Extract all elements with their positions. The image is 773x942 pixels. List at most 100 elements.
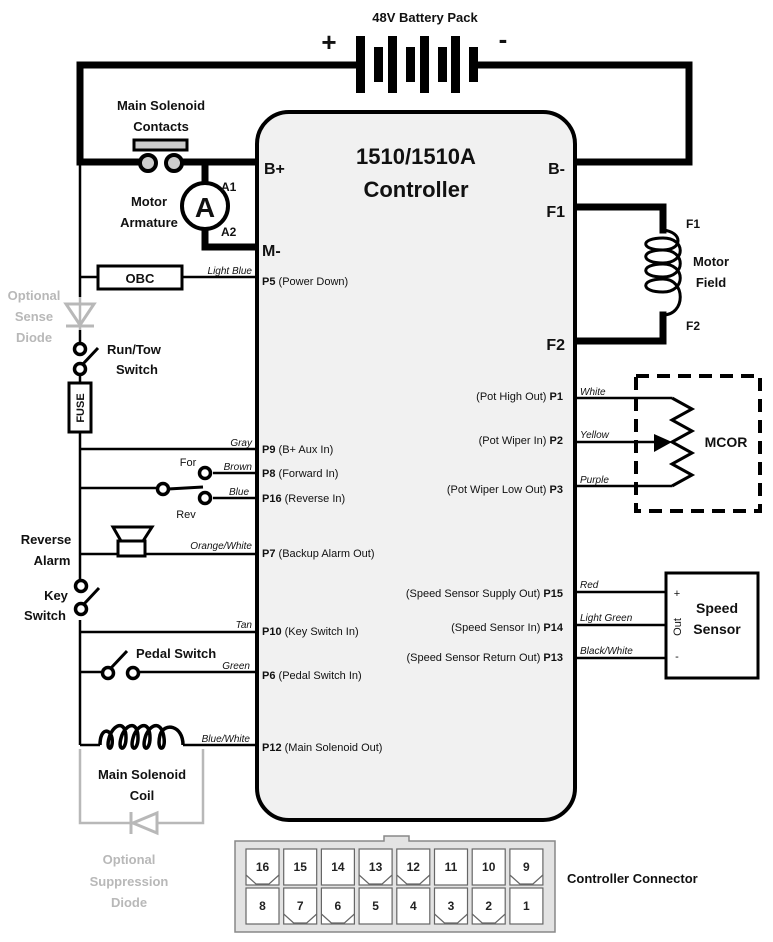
connector-pin-number: 3 [448, 899, 455, 913]
wire-label-p13: Black/White [580, 646, 633, 657]
connector-pin-number: 1 [523, 899, 530, 913]
wire-label-p3: Purple [580, 475, 609, 486]
connector-pin-1: 1 [509, 887, 544, 925]
optional-suppression-diode [78, 749, 205, 836]
optional-sense-diode: Optional Sense Diode [8, 288, 97, 345]
obc-box [96, 264, 184, 291]
wire-label-p12: Blue/White [202, 734, 251, 745]
obc-label: OBC [126, 271, 156, 286]
connector-pin-15: 15 [283, 848, 318, 886]
connector-pin-14: 14 [320, 848, 355, 886]
fuse-icon [67, 381, 93, 434]
motor-field-label-2: Field [696, 275, 726, 290]
pin-key-chamfer [283, 913, 318, 924]
controller: 1510/1510A Controller B+ M- B- F1 F2 [255, 110, 577, 822]
run-tow-switch[interactable]: Run/Tow Switch [72, 341, 162, 383]
key-switch-label-2: Switch [24, 608, 66, 623]
connector-pin-number: 13 [369, 860, 383, 874]
left-bus-wires [78, 162, 257, 747]
left-wire-labels: Light Blue Gray Brown Blue Orange/White … [190, 266, 253, 745]
connector-pin-10: 10 [471, 848, 506, 886]
pin-label-p7: P7 (Backup Alarm Out) [262, 548, 375, 560]
suppression-diode-icon [129, 810, 159, 836]
run-tow-label-2: Switch [116, 362, 158, 377]
pin-label-p2: (Pot Wiper In) P2 [479, 435, 563, 447]
mcor-label: MCOR [705, 434, 748, 450]
solenoid-contacts-label-1: Main Solenoid [117, 98, 205, 113]
connector-pin-number: 5 [372, 899, 379, 913]
forward-reverse-switch[interactable]: For Rev [155, 457, 213, 521]
connector-pin-3: 3 [433, 887, 469, 925]
contact-right-icon [164, 153, 184, 173]
motor-armature: A Motor Armature A1 A2 [120, 180, 237, 239]
pin-key-chamfer [320, 913, 355, 924]
solenoid-coil-label-1: Main Solenoid [98, 767, 186, 782]
sensor-minus-label: - [675, 651, 679, 663]
pin-key-chamfer [509, 874, 544, 885]
connector-pin-13: 13 [358, 848, 393, 886]
wire-label-p16: Blue [229, 487, 249, 498]
armature-icon [180, 181, 230, 231]
connector-pin-12: 12 [396, 848, 431, 886]
fuse: FUSE [67, 381, 93, 434]
solenoid-coil-label-2: Coil [130, 788, 155, 803]
pin-label-p5: P5 (Power Down) [262, 276, 348, 288]
sensor-plus-label: + [674, 588, 680, 600]
contact-bar-icon [132, 138, 189, 152]
pin-label-p12: P12 (Main Solenoid Out) [262, 742, 382, 754]
pin-label-p9: P9 (B+ Aux In) [262, 444, 333, 456]
connector-pin-7: 7 [283, 887, 318, 925]
pin-key-chamfer [245, 874, 280, 885]
terminal-b-plus: B+ [264, 161, 285, 178]
wire-label-p1: White [580, 387, 606, 398]
terminal-m-minus: M- [262, 243, 281, 260]
connector-pin-number: 14 [331, 860, 345, 874]
connector-pin-2: 2 [471, 887, 506, 925]
key-switch[interactable]: Key Switch [24, 578, 101, 624]
pin-key-chamfer [471, 913, 506, 924]
terminal-f2: F2 [546, 337, 565, 354]
pedal-switch-label: Pedal Switch [136, 646, 216, 661]
contact-left-icon [138, 153, 158, 173]
connector-pin-number: 10 [482, 860, 496, 874]
wire-label-p8: Brown [224, 462, 253, 473]
coil-icon [98, 723, 185, 750]
connector-label: Controller Connector [567, 871, 698, 886]
pin-key-chamfer [434, 913, 468, 924]
pin-label-p10: P10 (Key Switch In) [262, 626, 359, 638]
left-pin-labels: P5 (Power Down) P9 (B+ Aux In) P8 (Forwa… [262, 276, 382, 754]
suppression-diode-label-3: Diode [111, 895, 147, 910]
speed-sensor: + Out - Speed Sensor [664, 571, 760, 680]
sense-diode-label-1: Optional [8, 288, 61, 303]
pedal-switch[interactable]: Pedal Switch [100, 646, 217, 681]
connector-pin-8: 8 [245, 887, 280, 925]
controller-subtitle: Controller [363, 177, 469, 202]
rev-label: Rev [176, 509, 196, 521]
sense-diode-icon [63, 302, 97, 328]
solenoid-contacts-label-2: Contacts [133, 119, 189, 134]
battery-minus-label: - [499, 24, 508, 54]
right-wire-labels: White Yellow Purple Red Light Green Blac… [580, 387, 633, 657]
armature-a1: A1 [221, 180, 237, 194]
armature-a2: A2 [221, 225, 237, 239]
pin-label-p13: (Speed Sensor Return Out) P13 [406, 652, 563, 664]
pin-key-chamfer [358, 874, 393, 885]
pin-label-p8: P8 (Forward In) [262, 468, 338, 480]
horn-icon [110, 525, 155, 543]
sensor-out-label: Out [672, 618, 684, 636]
pin-label-p14: (Speed Sensor In) P14 [451, 622, 564, 634]
wiper-arrow-icon [654, 434, 672, 452]
wire-label-p5: Light Blue [208, 266, 253, 277]
for-label: For [180, 457, 197, 469]
controller-body [255, 110, 577, 822]
speed-sensor-label-2: Sensor [693, 621, 741, 637]
connector-pin-11: 11 [433, 848, 469, 886]
connector-pin-number: 7 [297, 899, 304, 913]
controller-title: 1510/1510A [356, 144, 476, 169]
pin-label-p1: (Pot High Out) P1 [476, 391, 563, 403]
power-wires [76, 61, 693, 345]
reverse-alarm-label-2: Alarm [34, 553, 71, 568]
